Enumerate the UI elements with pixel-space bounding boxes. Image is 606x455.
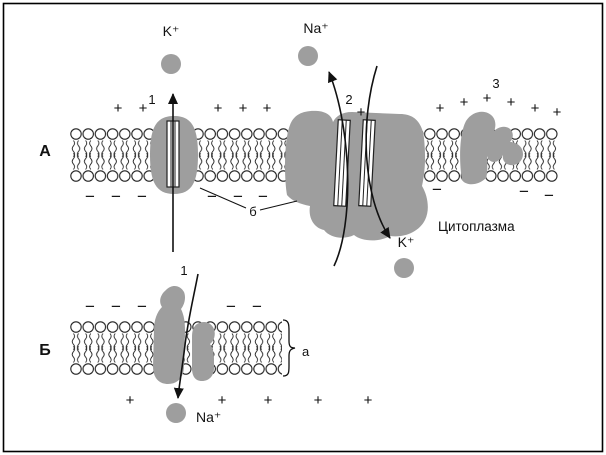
plus-sign: + — [507, 94, 516, 111]
minus-sign: − — [432, 180, 442, 199]
plus-sign: + — [436, 100, 445, 117]
minus-sign: − — [111, 297, 121, 316]
number-1-top-label: 1 — [148, 92, 155, 107]
plus-sign: + — [114, 100, 123, 117]
number-1-bottom-label: 1 — [180, 263, 187, 278]
k-ion-cytoplasm-label: K⁺ — [398, 234, 415, 250]
sodium-channel-right-subunit — [192, 321, 215, 381]
label-b-pointer-right — [259, 200, 298, 211]
na-ion-bottom-label: Na⁺ — [196, 409, 221, 425]
plus-sign: + — [531, 100, 540, 117]
section-a-label: А — [39, 143, 51, 160]
potassium-in-arrow — [365, 65, 391, 239]
sodium-out-arrow — [328, 71, 349, 267]
minus-sign: − — [207, 187, 217, 206]
minus-sign: − — [258, 187, 268, 206]
letter-b-label: б — [249, 204, 256, 219]
cytoplasm-label: Цитоплазма — [438, 219, 515, 234]
number-3-label: 3 — [492, 76, 499, 91]
sodium-ion-bottom — [166, 403, 186, 423]
letter-a-label: а — [302, 344, 310, 359]
plus-sign: + — [239, 100, 248, 117]
receptor-protein — [460, 111, 523, 185]
plus-sign: + — [263, 100, 272, 117]
sodium-channel-left-subunit — [153, 286, 185, 384]
minus-sign: − — [252, 297, 262, 316]
membrane-brace — [282, 319, 296, 377]
sodium-in-arrow — [173, 273, 199, 399]
sodium-ion-top — [298, 46, 318, 66]
minus-sign: − — [226, 297, 236, 316]
section-b-label: Б — [39, 342, 51, 359]
plus-sign: + — [553, 104, 562, 121]
potassium-ion-top — [161, 54, 181, 74]
plus-sign: + — [218, 392, 227, 409]
minus-sign: − — [519, 182, 529, 201]
na-ion-top-label: Na⁺ — [303, 20, 328, 36]
minus-sign: − — [85, 187, 95, 206]
minus-sign: − — [137, 297, 147, 316]
minus-sign: − — [85, 297, 95, 316]
minus-sign: − — [233, 187, 243, 206]
sodium-potassium-pump-protein — [285, 110, 428, 241]
plus-sign: + — [126, 392, 135, 409]
minus-sign: − — [137, 187, 147, 206]
plus-sign: + — [314, 392, 323, 409]
plus-sign: + — [139, 100, 148, 117]
potassium-ion-cytoplasm — [394, 258, 414, 278]
k-ion-top-label: K⁺ — [163, 23, 180, 39]
plus-sign: + — [483, 90, 492, 107]
plus-sign: + — [214, 100, 223, 117]
label-b-pointer-left — [199, 187, 247, 209]
minus-sign: − — [544, 186, 554, 205]
plus-sign: + — [264, 392, 273, 409]
plus-sign: + — [357, 104, 366, 121]
plus-sign: + — [460, 94, 469, 111]
number-2-label: 2 — [345, 92, 352, 107]
plus-sign: + — [364, 392, 373, 409]
minus-sign: − — [111, 187, 121, 206]
